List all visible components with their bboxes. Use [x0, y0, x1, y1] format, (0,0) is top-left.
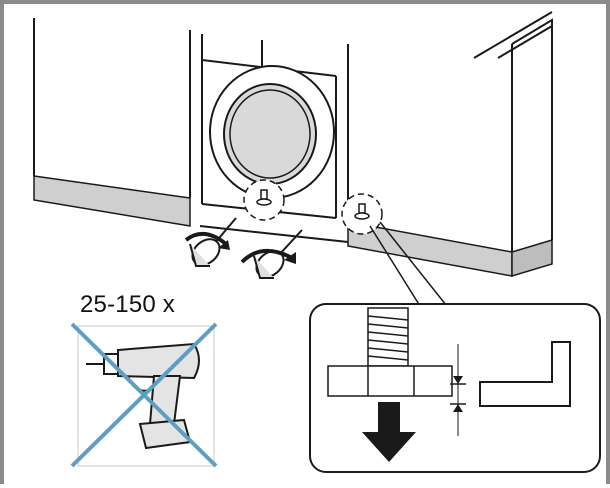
- down-arrow-icon: [362, 402, 416, 462]
- adjustable-feet: [256, 189, 370, 220]
- quantity-label: 25-150 x: [80, 291, 175, 318]
- plinth-strips: [33, 175, 553, 278]
- washing-machine: [199, 34, 349, 243]
- drill-icon: [86, 342, 200, 450]
- rotation-arrows: [184, 232, 293, 264]
- prohibition-cross: [70, 322, 218, 468]
- installation-illustration: [33, 11, 601, 473]
- drill-prohibited: [70, 322, 218, 468]
- detail-pointer: [369, 221, 451, 311]
- kitchen-cabinets: [33, 11, 553, 252]
- detail-box: [309, 303, 601, 473]
- transport-screws: [189, 217, 303, 279]
